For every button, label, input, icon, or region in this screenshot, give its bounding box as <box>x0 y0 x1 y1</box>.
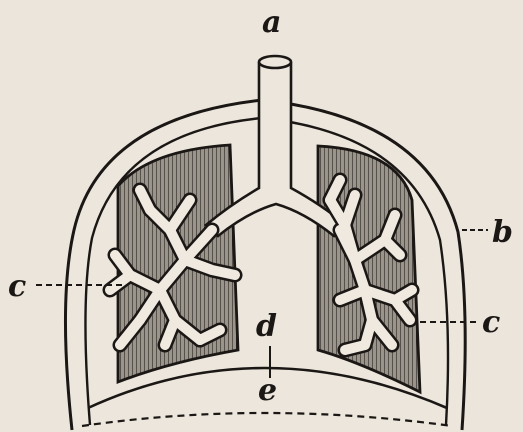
label-c-left: c <box>8 269 26 304</box>
label-c-right: c <box>482 305 500 340</box>
label-e: e <box>258 373 277 408</box>
label-d: d <box>256 309 277 344</box>
trachea-opening <box>259 56 291 68</box>
label-a: a <box>262 5 281 40</box>
label-b: b <box>492 215 513 250</box>
